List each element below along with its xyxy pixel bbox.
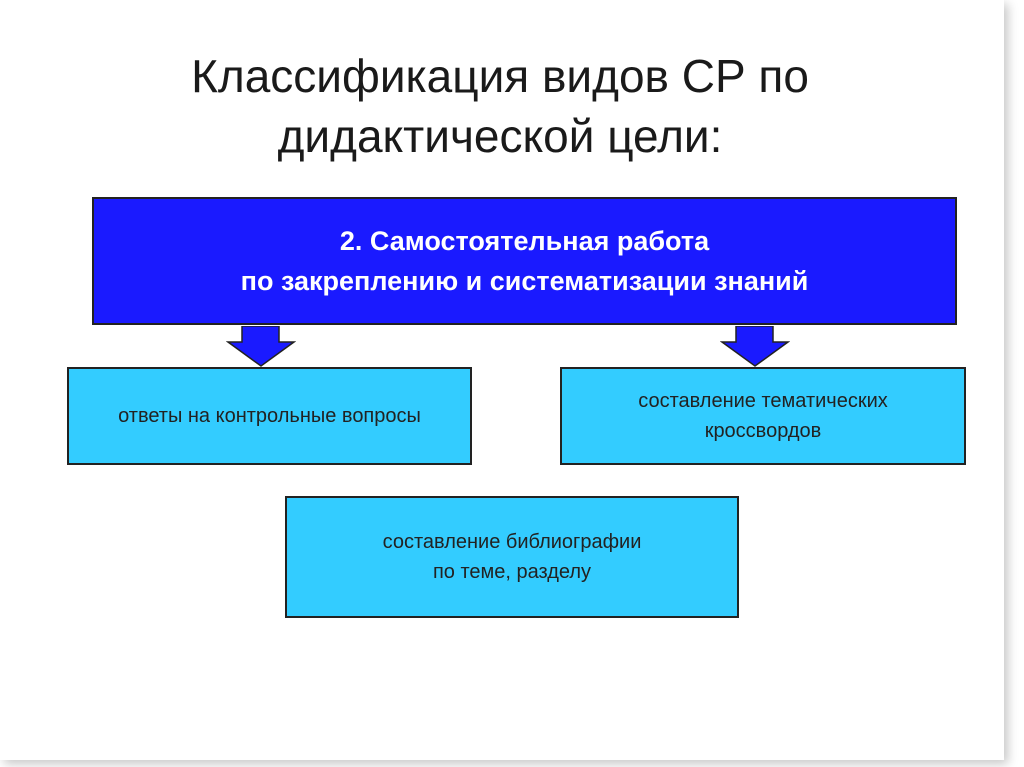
subtype-label: по теме, разделу (432, 561, 592, 583)
main-box-line-2: по закреплению и систематизации знаний (240, 266, 809, 296)
subtype-label: кроссвордов (704, 420, 822, 442)
subtype-box-bibliography: составление библиографии по теме, раздел… (285, 496, 739, 618)
subtype-label: составление тематических (638, 390, 888, 412)
slide: Классификация видов СР по дидактической … (40, 46, 966, 618)
down-arrow-left-icon (226, 326, 296, 367)
subtype-label: ответы на контрольные вопросы (118, 405, 421, 427)
down-arrow-right-icon (720, 326, 790, 367)
main-category-box: 2. Самостоятельная работа по закреплению… (92, 197, 957, 325)
subtype-label: составление библиографии (382, 531, 642, 553)
title-line-2: дидактической цели: (277, 110, 723, 162)
main-box-line-1: 2. Самостоятельная работа (339, 226, 710, 256)
subtype-box-control-questions: ответы на контрольные вопросы (67, 367, 472, 465)
slide-title: Классификация видов СР по дидактической … (40, 46, 960, 166)
subtype-box-crosswords: составление тематических кроссвордов (560, 367, 966, 465)
title-line-1: Классификация видов СР по (191, 50, 809, 102)
